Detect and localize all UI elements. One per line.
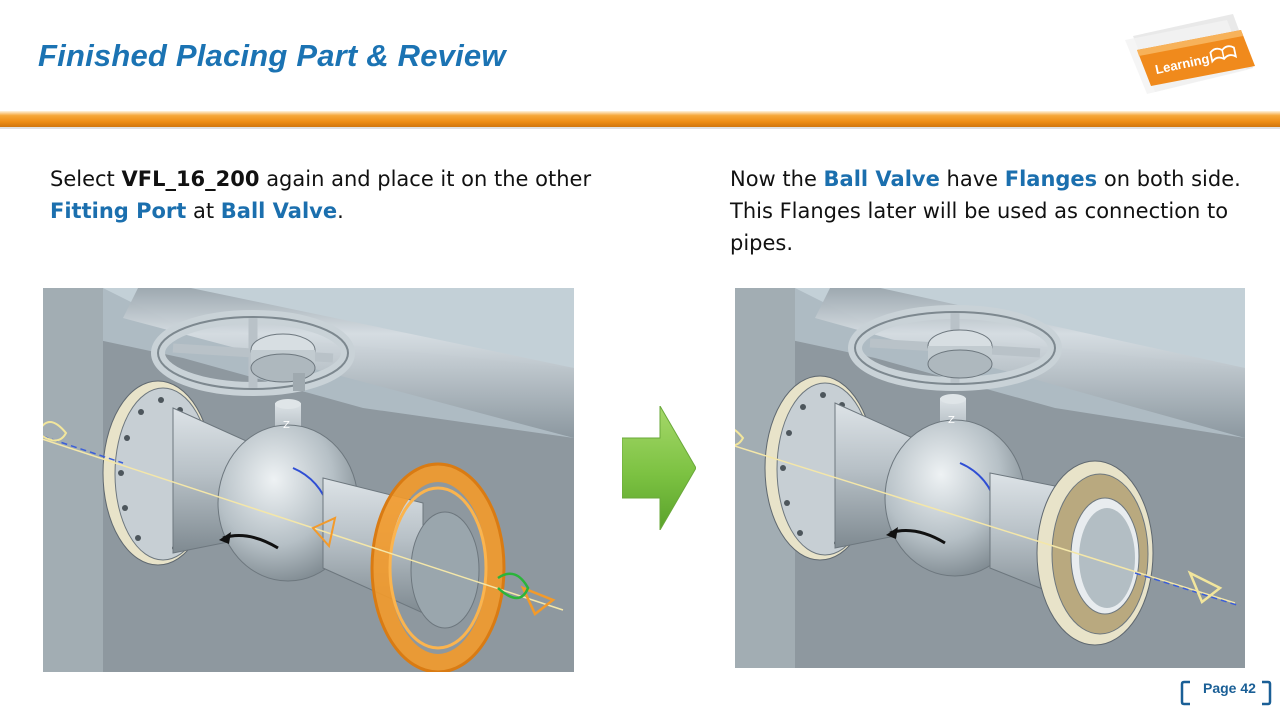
left-caption: Select VFL_16_200 again and place it on … [50,167,592,223]
header-divider [0,111,1280,129]
right-screenshot: Z [735,288,1245,668]
left-screenshot: Z [43,288,574,672]
page-number: Page 42 [1203,680,1256,696]
learning-logo: Learning [1125,14,1255,94]
svg-text:Z: Z [283,420,290,431]
slide-title: Finished Placing Part & Review [38,38,506,73]
next-step-arrow-icon [622,406,696,530]
right-caption: Now the Ball Valve have Flanges on both … [730,167,1241,255]
page-bracket [1180,680,1272,706]
book-icon [1209,45,1238,64]
selected-flange [371,464,505,672]
svg-text:Z: Z [948,415,955,426]
